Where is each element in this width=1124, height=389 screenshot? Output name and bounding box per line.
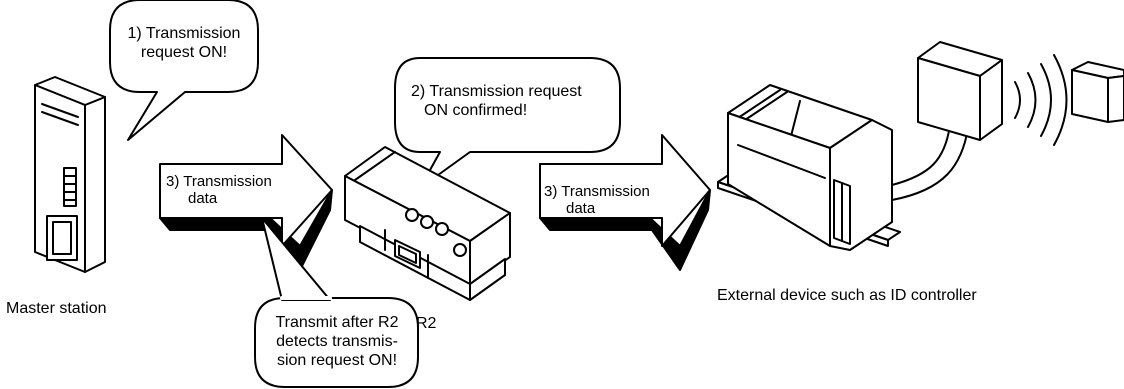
radio-wave xyxy=(1027,72,1037,128)
bubble-1-line2: request ON! xyxy=(140,44,228,61)
antenna-head xyxy=(917,41,1003,141)
r2-label: R2 xyxy=(416,315,437,332)
bubble-3-line3: sion request ON! xyxy=(276,352,398,369)
bubble-transmit-after xyxy=(254,217,419,388)
master-station-slot-line xyxy=(41,103,79,118)
bubble-request-confirmed xyxy=(394,57,621,189)
external-device xyxy=(717,41,1124,251)
arrow-1-line2: data xyxy=(188,190,218,207)
bubble-transmission-request-on xyxy=(109,0,259,141)
id-controller-body xyxy=(717,84,901,251)
bubble-3-line2: detects transmis- xyxy=(276,333,398,350)
bubble-1-line1: 1) Transmission xyxy=(127,25,241,42)
master-station-connector-inner xyxy=(52,221,72,255)
radio-wave xyxy=(1014,81,1021,119)
master-station-led-block xyxy=(63,167,77,207)
master-station-side xyxy=(84,96,106,273)
radio-wave xyxy=(1053,54,1068,146)
bubble-2-line1: 2) Transmission request xyxy=(411,83,582,100)
r2-device xyxy=(344,146,511,301)
arrow-r2-to-external xyxy=(539,134,711,271)
external-device-label: External device such as ID controller xyxy=(717,287,977,304)
bubble-1-text: 1) Transmission request ON! xyxy=(118,24,250,62)
arrow-2-line1: 3) Transmission xyxy=(544,183,650,200)
arrow-1-line1: 3) Transmission xyxy=(166,173,272,190)
r2-led xyxy=(453,243,467,257)
master-station-device xyxy=(34,76,106,273)
master-station-label: Master station xyxy=(6,300,107,317)
bubble-3-line1: Transmit after R2 xyxy=(275,314,399,331)
id-tag xyxy=(1071,61,1124,123)
arrow-2-text: 3) Transmission data xyxy=(544,183,650,217)
arrow-1-text: 3) Transmission data xyxy=(166,173,272,207)
radio-wave xyxy=(1040,63,1052,137)
arrow-2-line2: data xyxy=(566,200,596,217)
bubble-2-line2: ON confirmed! xyxy=(424,102,528,119)
r2-side xyxy=(469,212,511,286)
r2-led xyxy=(435,222,449,236)
bubble-3-text: Transmit after R2 detects transmis- sion… xyxy=(256,313,418,370)
r2-led xyxy=(420,215,434,229)
bubble-2-text: 2) Transmission request ON confirmed! xyxy=(411,82,582,120)
master-station-slot-line xyxy=(41,111,79,126)
r2-led xyxy=(405,208,419,222)
